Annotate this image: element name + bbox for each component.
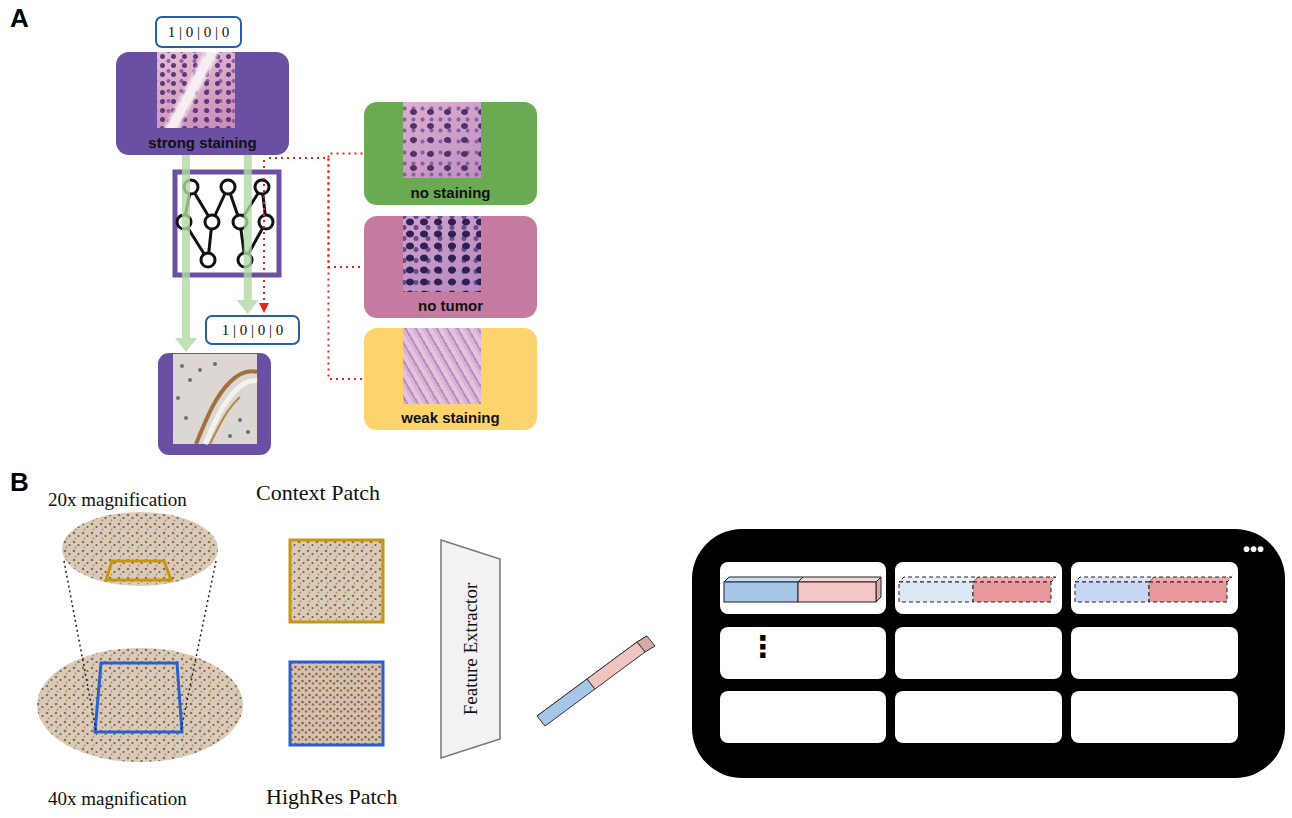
vector-text: 1 | 0 | 0 | 0 <box>222 322 284 339</box>
panel-letter: B <box>10 468 29 498</box>
vector-text: 1 | 0 | 0 | 0 <box>168 24 230 41</box>
label-vector: 1 | 0 | 0 | 0 <box>155 16 242 48</box>
label-vector: 1 | 0 | 0 | 0 <box>205 315 300 345</box>
connector-line <box>244 155 252 302</box>
ellipsis: ••• <box>1243 538 1264 561</box>
tissue-discs <box>37 512 243 762</box>
tissue-image <box>157 52 235 128</box>
ellipsis: ⋮ <box>748 632 778 662</box>
node-label: weak staining <box>364 409 537 426</box>
patch-label: Context Patch <box>256 480 380 505</box>
connector-line <box>269 158 364 267</box>
feature-table <box>692 529 1285 778</box>
node-label: strong staining <box>116 134 289 151</box>
arrow-head <box>237 300 259 314</box>
red-dotted-line <box>269 158 364 379</box>
tissue-image <box>403 216 481 292</box>
tissue-image <box>403 328 481 404</box>
class-box: weak staining <box>364 328 537 430</box>
patches <box>290 540 383 745</box>
feature-vector <box>537 636 655 726</box>
patch-label: HighRes Patch <box>266 784 397 809</box>
class-box: no tumor <box>364 216 537 318</box>
node-label: Feature Extractor <box>460 583 482 715</box>
node-label: no staining <box>364 184 537 201</box>
red-dotted-arrow <box>259 160 269 313</box>
red-dotted-line <box>269 158 364 267</box>
feature-extractor: Feature Extractor <box>438 538 504 760</box>
magnification-label: 40x magnification <box>48 788 187 810</box>
network-icon <box>175 172 279 275</box>
connector-line <box>269 154 364 159</box>
connector-line <box>269 158 364 379</box>
class-box: no staining <box>364 102 537 205</box>
node-label: no tumor <box>364 297 537 314</box>
class-box: strong staining <box>116 52 289 155</box>
green-arrow <box>237 155 259 314</box>
magnification-label: 20x magnification <box>48 489 187 511</box>
tissue-image <box>403 102 481 178</box>
green-arrow <box>175 155 197 352</box>
red-dotted-line <box>269 154 364 159</box>
panel-letter: A <box>10 4 29 34</box>
ihc-image <box>158 353 271 455</box>
